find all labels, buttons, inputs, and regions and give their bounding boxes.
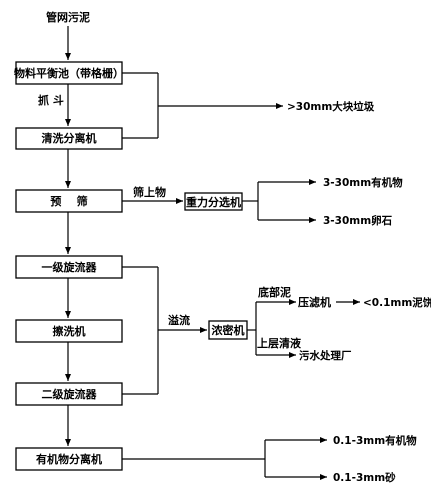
node-thickener: 浓密机 (208, 320, 248, 340)
node-cyclone-2: 二级旋流器 (15, 382, 123, 406)
node-organic-separator-label: 有机物分离机 (36, 452, 102, 466)
output-large-waste: >30mm大块垃圾 (287, 100, 375, 113)
output-cake: <0.1mm泥饼 (363, 296, 431, 309)
label-overflow: 溢流 (168, 313, 190, 327)
node-filter-press-label: 压滤机 (298, 295, 331, 309)
label-oversize: 筛上物 (133, 185, 166, 199)
node-scrubber-label: 擦洗机 (53, 324, 86, 338)
label-bottom-sludge: 底部泥 (258, 285, 291, 299)
diagram-title: 管网污泥 (46, 10, 90, 24)
label-supernatant: 上层清液 (257, 336, 302, 350)
node-scrubber: 擦洗机 (15, 319, 123, 343)
output-wastewater-plant: 污水处理厂 (299, 349, 352, 362)
output-organic-01-3: 0.1-3mm有机物 (333, 434, 417, 447)
output-pebble-3-30: 3-30mm卵石 (323, 214, 393, 227)
node-pre-screen-label: 预 筛 (50, 194, 87, 208)
output-sand-01-3: 0.1-3mm砂 (333, 471, 396, 484)
node-cyclone-1: 一级旋流器 (15, 255, 123, 279)
node-cyclone-2-label: 二级旋流器 (42, 387, 98, 401)
node-pre-screen: 预 筛 (15, 189, 123, 213)
node-wash-separator: 清洗分离机 (15, 127, 123, 150)
node-balance-tank-label: 物料平衡池（带格栅） (14, 66, 124, 80)
node-organic-separator: 有机物分离机 (15, 447, 123, 471)
node-filter-press: 压滤机 (298, 295, 331, 309)
label-grab: 抓 斗 (38, 93, 64, 107)
branch-overflow (122, 266, 207, 395)
node-cyclone-1-label: 一级旋流器 (42, 260, 98, 274)
node-wash-separator-label: 清洗分离机 (42, 131, 97, 145)
node-thickener-label: 浓密机 (212, 323, 245, 337)
node-balance-tank: 物料平衡池（带格栅） (14, 61, 124, 85)
output-organic-3-30: 3-30mm有机物 (323, 176, 403, 189)
branch-thickener-outputs (247, 299, 296, 358)
branch-organic-outputs (122, 437, 327, 480)
branch-large-waste (122, 72, 283, 139)
node-gravity-separator: 重力分选机 (184, 192, 243, 211)
node-gravity-separator-label: 重力分选机 (186, 195, 241, 209)
branch-gravity-outputs (242, 179, 316, 223)
